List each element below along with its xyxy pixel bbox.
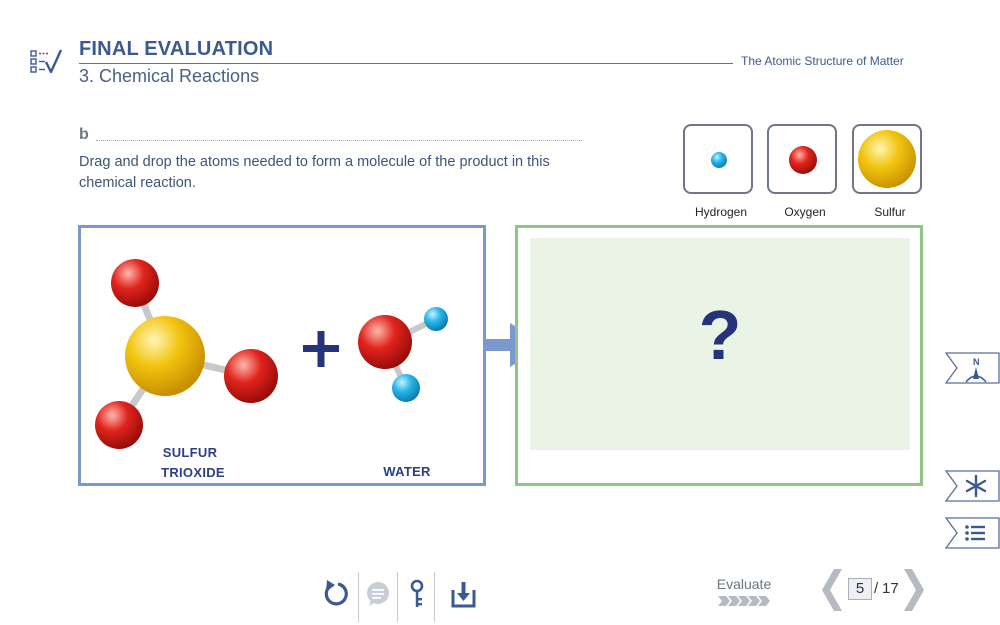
plus-icon xyxy=(303,331,339,367)
evaluation-checklist-icon xyxy=(30,49,63,74)
asterisk-icon xyxy=(965,474,987,498)
chevron-left-icon xyxy=(822,569,842,611)
product-placeholder: ? xyxy=(698,296,742,374)
water-molecule xyxy=(358,307,448,402)
oxygen-atom-icon xyxy=(789,146,817,174)
toolbar-separator xyxy=(397,572,398,622)
page-number-box[interactable] xyxy=(848,578,872,600)
hydrogen-label: Hydrogen xyxy=(694,205,748,219)
download-icon xyxy=(451,582,476,608)
hydrogen-atom-icon xyxy=(711,152,727,168)
index-tab[interactable] xyxy=(945,517,1000,549)
course-title: The Atomic Structure of Matter xyxy=(741,54,904,68)
question-letter: b xyxy=(79,126,89,143)
reaction-illustration xyxy=(95,259,448,449)
reactant2-label: WATER xyxy=(383,464,431,479)
chevron-right-icon xyxy=(904,569,924,611)
reaction-panel xyxy=(78,225,486,486)
glossary-tab[interactable] xyxy=(945,470,1000,502)
compass-tab[interactable]: N xyxy=(945,352,1000,384)
sulfur-atom-tile[interactable] xyxy=(852,124,922,194)
reset-button[interactable] xyxy=(318,572,352,622)
key-button[interactable] xyxy=(400,572,434,622)
download-button[interactable] xyxy=(446,572,480,622)
sulfur-trioxide-molecule xyxy=(95,259,278,449)
page-current: 5 xyxy=(855,580,865,597)
next-page-button[interactable] xyxy=(902,569,926,611)
sulfur-label: Sulfur xyxy=(874,205,906,219)
product-drop-zone[interactable] xyxy=(530,238,910,450)
question-instructions: Drag and drop the atoms needed to form a… xyxy=(79,154,550,191)
toolbar-separator xyxy=(434,572,435,622)
page-separator: / xyxy=(874,580,879,597)
evaluate-progress-icon xyxy=(718,596,770,606)
compass-icon: N xyxy=(973,357,980,367)
page-total: 17 xyxy=(882,580,899,597)
reactant1-label-line1: SULFUR xyxy=(162,445,218,460)
oxygen-label: Oxygen xyxy=(784,205,826,219)
comment-icon xyxy=(367,582,389,606)
oxygen-atom-tile[interactable] xyxy=(767,124,837,194)
toolbar-separator xyxy=(358,572,359,622)
previous-page-button[interactable] xyxy=(820,569,844,611)
section-title: 3. Chemical Reactions xyxy=(79,66,260,86)
reset-icon xyxy=(324,580,348,606)
page-title: FINAL EVALUATION xyxy=(79,38,274,60)
title-divider xyxy=(79,63,733,64)
key-icon xyxy=(410,579,424,607)
question-dotted-divider xyxy=(96,140,582,141)
comment-button[interactable] xyxy=(361,572,395,622)
sulfur-atom-icon xyxy=(858,130,916,188)
list-icon xyxy=(965,525,985,541)
hydrogen-atom-tile[interactable] xyxy=(683,124,753,194)
evaluate-button[interactable]: Evaluate xyxy=(716,576,772,592)
reactant1-label-line2: TRIOXIDE xyxy=(161,465,225,480)
